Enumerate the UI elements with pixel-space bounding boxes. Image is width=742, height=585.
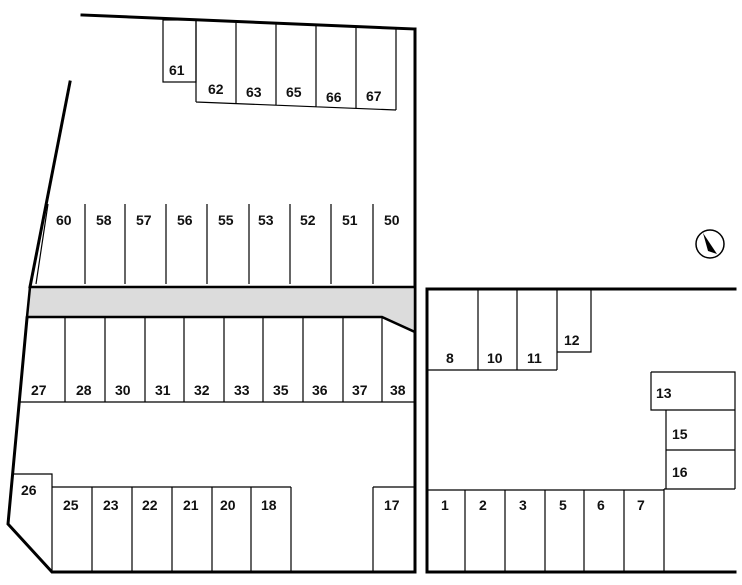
space-label: 38 [390,382,406,398]
space-label: 62 [208,81,224,97]
row-27-38-lines [18,318,415,403]
left-lower-boundary [6,316,417,574]
space-label: 12 [564,332,580,348]
space-label: 18 [261,497,277,513]
row-62-67-lines [195,20,397,111]
space-label: 31 [155,382,171,398]
space-label: 51 [342,212,358,228]
space-label: 60 [56,212,72,228]
space-label: 11 [527,350,542,366]
right-lot-boundary [425,287,737,574]
space-label: 22 [142,497,158,513]
space-label: 33 [234,382,250,398]
space-label: 36 [312,382,328,398]
space-label: 35 [273,382,289,398]
top-boundary [80,13,417,31]
space-label: 21 [183,497,199,513]
space-label: 8 [446,350,454,366]
space-label: 67 [366,88,382,104]
space-label: 7 [637,497,645,513]
row-13-16-lines [650,371,736,490]
space-17-lines [372,486,415,572]
space-label: 66 [326,89,342,105]
left-diagonal-boundary-upper [28,80,72,289]
space-label: 2 [479,497,487,513]
space-label: 13 [656,385,672,401]
space-label: 32 [194,382,210,398]
space-label: 17 [384,497,400,513]
space-label: 58 [96,212,112,228]
row-8-12-lines [427,289,592,371]
space-label: 56 [177,212,193,228]
space-label: 10 [487,350,503,366]
space-label: 28 [76,382,92,398]
north-arrow-icon [695,229,725,259]
space-label: 23 [103,497,119,513]
row-1-7-lines [427,489,665,572]
space-label: 65 [286,84,302,100]
row-60-50-lines [35,203,374,285]
road [25,285,417,334]
space-label: 6 [597,497,605,513]
space-label: 16 [672,464,688,480]
space-label: 37 [352,382,368,398]
space-label: 55 [218,212,234,228]
space-label: 57 [136,212,152,228]
space-label: 25 [63,497,79,513]
space-label: 53 [258,212,274,228]
space-label: 27 [31,382,47,398]
space-label: 5 [559,497,567,513]
row-26-18-lines [14,473,292,572]
space-label: 63 [246,84,262,100]
space-label: 26 [21,482,37,498]
space-label: 30 [115,382,131,398]
space-label: 20 [220,497,236,513]
space-label: 61 [169,62,185,78]
space-label: 1 [441,497,449,513]
space-labels: 61 62 63 65 66 67 60 58 57 56 55 53 52 5… [21,62,688,513]
space-label: 3 [519,497,527,513]
space-label: 15 [672,426,688,442]
space-label: 50 [384,212,400,228]
space-label: 52 [300,212,316,228]
